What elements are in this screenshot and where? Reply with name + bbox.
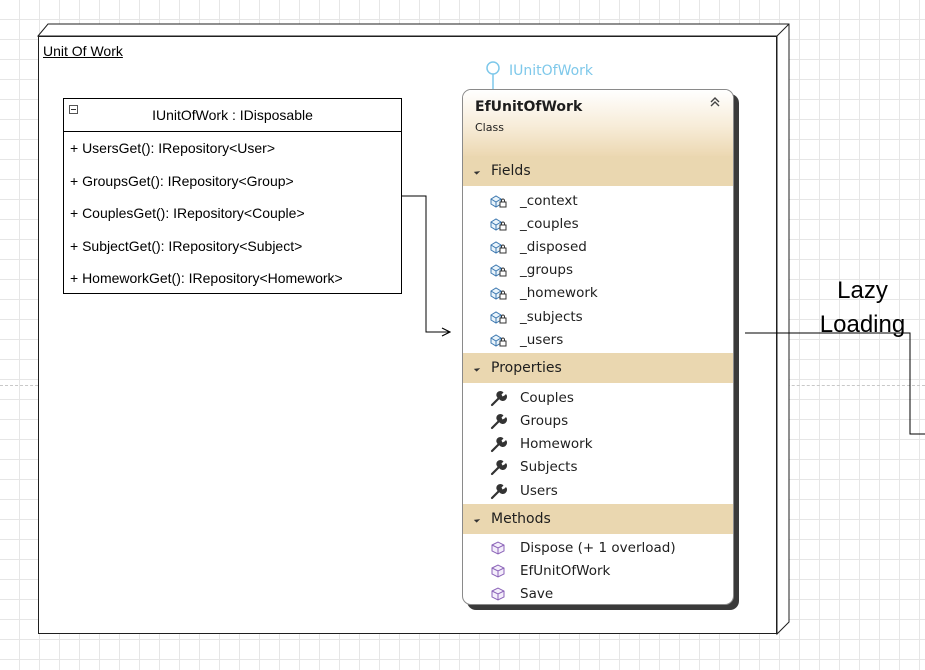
wrench-icon xyxy=(490,414,508,430)
property-item[interactable]: Users xyxy=(463,479,733,502)
property-item-label: Groups xyxy=(520,413,569,430)
private-field-icon xyxy=(490,195,507,208)
field-item[interactable]: _disposed xyxy=(463,235,733,258)
wrench-icon xyxy=(490,437,508,453)
property-item-label: Users xyxy=(520,482,558,499)
lollipop-label: IUnitOfWork xyxy=(509,63,594,79)
method-item[interactable]: Dispose (+ 1 overload) xyxy=(463,536,733,559)
section-properties[interactable]: Properties xyxy=(463,353,733,384)
collapse-icon[interactable] xyxy=(69,105,78,114)
interface-class-box[interactable]: IUnitOfWork : IDisposable + UsersGet(): … xyxy=(63,98,402,294)
interface-title: IUnitOfWork : IDisposable xyxy=(152,107,313,123)
section-title: Fields xyxy=(491,163,531,179)
private-field-icon xyxy=(490,264,507,277)
fields-list: _context _couples _disposed _groups _homewor… xyxy=(463,186,733,353)
method-item-label: Save xyxy=(520,586,554,603)
field-item[interactable]: _context xyxy=(463,189,733,212)
field-item-label: _subjects xyxy=(520,308,583,325)
method-cube-icon xyxy=(491,541,505,555)
efunitofwork-class-box[interactable]: EfUnitOfWork Class Fields _context _coupl… xyxy=(462,89,734,605)
lazy-loading-connector xyxy=(745,332,925,435)
section-title: Methods xyxy=(491,511,551,528)
interface-member-list: + UsersGet(): IRepository<User> + Groups… xyxy=(64,132,401,295)
field-item[interactable]: _groups xyxy=(463,259,733,282)
field-item[interactable]: _users xyxy=(463,328,733,351)
method-item-label: EfUnitOfWork xyxy=(520,563,611,580)
field-item-label: _couples xyxy=(520,215,579,232)
method-item[interactable]: EfUnitOfWork xyxy=(463,559,733,582)
field-item-label: _context xyxy=(520,192,578,209)
method-item-label: Dispose (+ 1 overload) xyxy=(520,539,676,556)
class-header: EfUnitOfWork Class xyxy=(463,90,733,156)
interface-member[interactable]: + GroupsGet(): IRepository<Group> xyxy=(70,172,294,189)
dependency-connector xyxy=(402,195,450,332)
section-fields[interactable]: Fields xyxy=(463,156,733,186)
lazy-label-line1: Lazy xyxy=(837,277,888,304)
property-item-label: Homework xyxy=(520,436,593,453)
property-item[interactable]: Homework xyxy=(463,433,733,456)
chevron-up-icon[interactable] xyxy=(709,96,721,111)
method-cube-icon xyxy=(491,587,505,601)
container-title: Unit Of Work xyxy=(43,43,123,59)
lazy-label-line2: Loading xyxy=(819,311,906,338)
property-item-label: Couples xyxy=(520,389,574,406)
private-field-icon xyxy=(490,287,507,300)
wrench-icon xyxy=(490,390,508,407)
property-item[interactable]: Groups xyxy=(463,410,733,433)
section-methods[interactable]: Methods xyxy=(463,504,733,535)
private-field-icon xyxy=(490,218,507,231)
interface-member[interactable]: + CouplesGet(): IRepository<Couple> xyxy=(70,205,305,221)
interface-member[interactable]: + SubjectGet(): IRepository<Subject> xyxy=(70,237,303,254)
private-field-icon xyxy=(490,310,507,324)
field-item-label: _disposed xyxy=(520,238,587,255)
field-item[interactable]: _subjects xyxy=(463,305,733,328)
lazy-loading-label: Lazy Loading xyxy=(800,274,925,342)
property-item[interactable]: Couples xyxy=(463,386,733,409)
private-field-icon xyxy=(490,334,507,347)
field-item-label: _homework xyxy=(520,285,598,302)
field-item-label: _users xyxy=(520,331,564,348)
method-cube-icon xyxy=(491,564,505,578)
interface-header: IUnitOfWork : IDisposable xyxy=(64,99,401,132)
section-title: Properties xyxy=(491,360,562,377)
interface-member[interactable]: + UsersGet(): IRepository<User> xyxy=(70,140,276,156)
method-item[interactable]: Save xyxy=(463,583,733,604)
interface-member[interactable]: + HomeworkGet(): IRepository<Homework> xyxy=(70,270,343,286)
property-item-label: Subjects xyxy=(520,459,578,476)
class-kind: Class xyxy=(475,121,504,134)
field-item[interactable]: _couples xyxy=(463,212,733,235)
wrench-icon xyxy=(490,483,508,499)
interface-lollipop-icon xyxy=(486,61,500,90)
class-name: EfUnitOfWork xyxy=(475,99,583,115)
property-item[interactable]: Subjects xyxy=(463,456,733,479)
field-item[interactable]: _homework xyxy=(463,282,733,305)
private-field-icon xyxy=(490,241,507,254)
wrench-icon xyxy=(490,460,508,476)
field-item-label: _groups xyxy=(520,262,573,279)
